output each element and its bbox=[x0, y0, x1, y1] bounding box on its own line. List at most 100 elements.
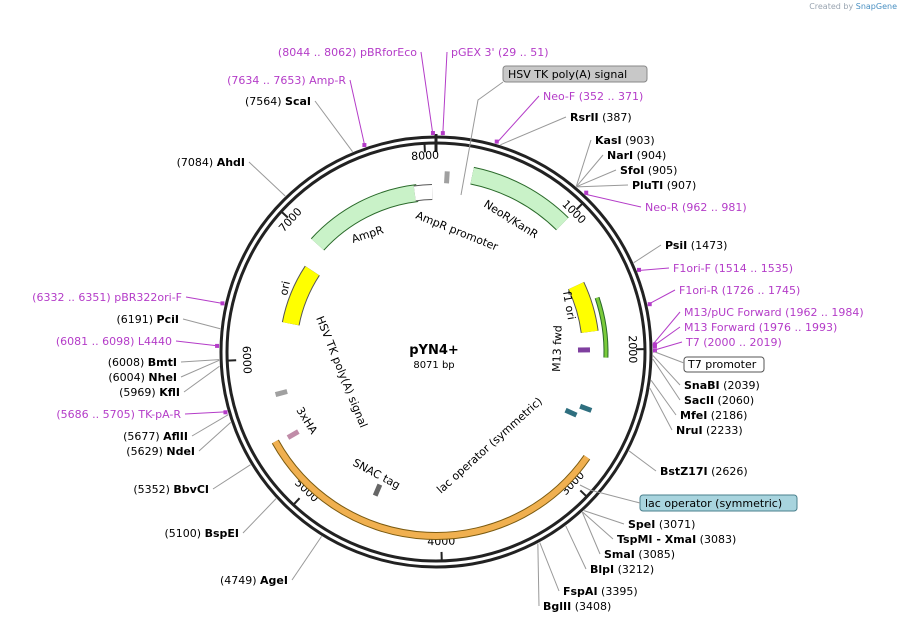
enzyme-label-text: (5100) BspEI bbox=[165, 527, 240, 540]
lac-operator-mark bbox=[564, 407, 578, 418]
enzyme-label-position: (3408) bbox=[571, 600, 611, 613]
lac-operator-box-label: lac operator (symmetric) bbox=[645, 497, 782, 510]
primer-label-text: (8044 .. 8062) pBRforEco bbox=[278, 46, 417, 59]
enzyme-label-name: SacII bbox=[684, 394, 714, 407]
primer-label: (6332 .. 6351) pBR322ori-F bbox=[32, 291, 182, 304]
t7-promoter-box: T7 promoter bbox=[654, 351, 765, 373]
leader-line bbox=[652, 355, 681, 386]
enzyme-label-text: (5969) KflI bbox=[119, 386, 180, 399]
leader-line bbox=[175, 340, 220, 347]
enzyme-label-position: (6004) bbox=[108, 371, 148, 384]
enzyme-label-text: (7564) ScaI bbox=[245, 95, 311, 108]
tick-mark bbox=[292, 497, 301, 506]
enzyme-label-position: (387) bbox=[599, 111, 632, 124]
primer-label-position: (29 .. 51) bbox=[495, 46, 549, 59]
leader-line bbox=[628, 450, 657, 472]
enzyme-label-name: ScaI bbox=[285, 95, 311, 108]
primer-site-mark bbox=[223, 410, 228, 415]
tick-label: 6000 bbox=[240, 346, 254, 375]
primer-label: T7 (2000 .. 2019) bbox=[685, 336, 782, 349]
enzyme-label-name: AgeI bbox=[260, 574, 288, 587]
enzyme-label-position: (1473) bbox=[687, 239, 727, 252]
enzyme-label: SmaI (3085) bbox=[604, 548, 675, 561]
primer-label-position: (352 .. 371) bbox=[575, 90, 643, 103]
primer-label-name: pBRforEco bbox=[360, 46, 417, 59]
leader-line bbox=[212, 464, 251, 490]
enzyme-label-name: SpeI bbox=[628, 518, 655, 531]
leader-line bbox=[442, 51, 448, 136]
leader-line bbox=[584, 193, 642, 208]
primer-label: F1ori-F (1514 .. 1535) bbox=[673, 262, 793, 275]
enzyme-label: TspMI - XmaI (3083) bbox=[617, 533, 736, 546]
tick-label: 8000 bbox=[411, 149, 440, 164]
enzyme-label-text: PsiI (1473) bbox=[665, 239, 727, 252]
enzyme-label-text: BstZ17I (2626) bbox=[660, 465, 748, 478]
enzyme-label-name: AflII bbox=[163, 430, 188, 443]
feature-label-ampr: AmpR bbox=[350, 223, 386, 246]
primer-site-mark bbox=[652, 344, 657, 349]
enzyme-label-position: (7564) bbox=[245, 95, 285, 108]
leader-line bbox=[539, 542, 560, 592]
enzyme-label: RsrII (387) bbox=[570, 111, 632, 124]
primer-label-position: (6081 .. 6098) bbox=[56, 335, 138, 348]
leader-line bbox=[581, 512, 601, 555]
t7-promoter-box-label: T7 promoter bbox=[687, 358, 757, 371]
primer-label-position: (5686 .. 5705) bbox=[56, 408, 138, 421]
lac-operator-mark-2 bbox=[579, 403, 593, 413]
lac-operator-box: lac operator (symmetric) bbox=[579, 484, 798, 512]
leader-line bbox=[637, 267, 670, 272]
feature-label-hsv-tk-polya: HSV TK poly(A) signal bbox=[313, 314, 370, 429]
enzyme-label-text: (6004) NheI bbox=[108, 371, 177, 384]
primer-label-position: (1962 .. 1984) bbox=[782, 306, 864, 319]
primer-label: M13/pUC Forward (1962 .. 1984) bbox=[684, 306, 864, 319]
leader-line bbox=[652, 341, 683, 352]
3xha-mark bbox=[286, 429, 300, 440]
primer-label-text: (7634 .. 7653) Amp-R bbox=[227, 74, 346, 87]
enzyme-label-position: (3395) bbox=[598, 585, 638, 598]
enzyme-label-position: (4749) bbox=[220, 574, 260, 587]
primer-label: (6081 .. 6098) L4440 bbox=[56, 335, 172, 348]
leader-line bbox=[652, 311, 681, 345]
f1-ori-arc bbox=[568, 282, 598, 334]
enzyme-label-name: PsiI bbox=[665, 239, 687, 252]
credit-prefix: Created by bbox=[809, 2, 854, 11]
enzyme-label: BglII (3408) bbox=[543, 600, 611, 613]
primer-label-name: Amp-R bbox=[309, 74, 346, 87]
enzyme-label-position: (2233) bbox=[703, 424, 743, 437]
primer-site-mark bbox=[430, 131, 435, 136]
primer-label: (8044 .. 8062) pBRforEco bbox=[278, 46, 417, 59]
primer-site-mark bbox=[440, 131, 445, 136]
leader-line bbox=[314, 100, 353, 152]
primer-label-text: (6081 .. 6098) L4440 bbox=[56, 335, 172, 348]
neor-kanr-arc bbox=[470, 167, 569, 230]
primer-site-mark bbox=[637, 267, 642, 272]
hsv-tk-polya-box-label: HSV TK poly(A) signal bbox=[508, 68, 627, 81]
enzyme-label-position: (905) bbox=[644, 164, 677, 177]
primer-label-name: TK-pA-R bbox=[137, 408, 181, 421]
enzyme-label-text: SpeI (3071) bbox=[628, 518, 695, 531]
enzyme-label-position: (5969) bbox=[119, 386, 159, 399]
leader-line bbox=[576, 184, 629, 188]
leader-line bbox=[537, 543, 540, 607]
leader-line bbox=[576, 154, 604, 187]
enzyme-label-position: (5352) bbox=[133, 483, 173, 496]
primer-site-mark bbox=[362, 143, 367, 148]
primer-label: F1ori-R (1726 .. 1745) bbox=[679, 284, 800, 297]
primer-label-name: M13 Forward bbox=[684, 321, 755, 334]
hsv-tk-polya-box: HSV TK poly(A) signal bbox=[460, 65, 648, 196]
primer-label-position: (1726 .. 1745) bbox=[718, 284, 800, 297]
enzyme-label-position: (2039) bbox=[720, 379, 760, 392]
enzyme-label-position: (907) bbox=[663, 179, 696, 192]
snac-tag-mark bbox=[372, 483, 383, 497]
tick-label: 2000 bbox=[626, 335, 639, 363]
enzyme-label: (6008) BmtI bbox=[108, 356, 177, 369]
primer-label-name: L4440 bbox=[138, 335, 172, 348]
feature-label-ori: ori bbox=[277, 280, 293, 297]
leader-line bbox=[500, 116, 567, 146]
enzyme-label-name: BlpI bbox=[590, 563, 614, 576]
enzyme-label-name: NarI bbox=[607, 149, 633, 162]
enzyme-label-text: PluTI (907) bbox=[632, 179, 696, 192]
primer-site-mark bbox=[215, 343, 220, 348]
